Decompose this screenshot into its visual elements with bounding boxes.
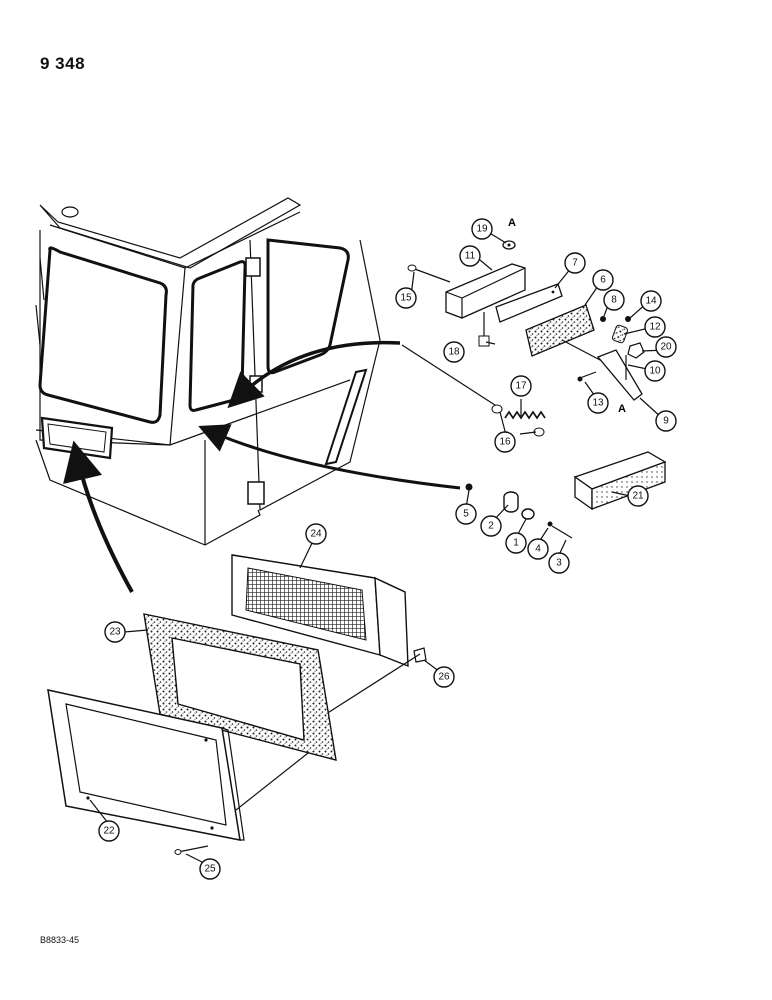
callout-15: 15 [395, 287, 417, 309]
svg-text:12: 12 [649, 322, 661, 333]
callout-2: 2 [480, 515, 502, 537]
svg-text:19: 19 [476, 224, 488, 235]
callout-24: 24 [305, 523, 327, 545]
callout-18: 18 [443, 341, 465, 363]
svg-text:3: 3 [556, 558, 562, 569]
callout-7: 7 [564, 252, 586, 274]
callout-16: 16 [494, 431, 516, 453]
callout-19: 19 [471, 218, 493, 240]
callout-14: 14 [640, 290, 662, 312]
svg-text:5: 5 [463, 509, 469, 520]
svg-text:10: 10 [649, 366, 661, 377]
assembly-arrows [63, 340, 461, 593]
svg-text:25: 25 [204, 864, 216, 875]
svg-text:13: 13 [592, 398, 604, 409]
callout-13: 13 [587, 392, 609, 414]
svg-text:4: 4 [535, 544, 541, 555]
gasket-23 [143, 613, 337, 761]
callout-26: 26 [433, 666, 455, 688]
callout-3: 3 [548, 552, 570, 574]
callout-21: 21 [627, 485, 649, 507]
svg-text:21: 21 [632, 491, 644, 502]
svg-text:23: 23 [109, 627, 121, 638]
svg-text:8: 8 [611, 295, 617, 306]
svg-text:7: 7 [572, 258, 578, 269]
callout-11: 11 [459, 245, 481, 267]
callout-1: 1 [505, 532, 527, 554]
callout-4: 4 [527, 538, 549, 560]
svg-text:20: 20 [660, 342, 672, 353]
block-21 [573, 451, 667, 511]
filter-24 [231, 554, 427, 811]
ref-label-a-top: A [508, 217, 516, 229]
ref-labels: A A [508, 217, 626, 415]
svg-text:22: 22 [103, 826, 115, 837]
frame-22 [47, 689, 245, 855]
callout-23: 23 [104, 621, 126, 643]
callout-10: 10 [644, 360, 666, 382]
svg-text:11: 11 [465, 251, 476, 262]
hardware-row [465, 483, 573, 539]
figure-code: B8833-45 [40, 935, 80, 945]
callout-25: 25 [199, 858, 221, 880]
svg-text:16: 16 [499, 437, 511, 448]
svg-text:6: 6 [600, 275, 606, 286]
svg-text:24: 24 [310, 529, 322, 540]
svg-text:2: 2 [488, 521, 494, 532]
svg-text:17: 17 [515, 381, 527, 392]
callout-8: 8 [603, 289, 625, 311]
svg-text:15: 15 [400, 293, 412, 304]
callout-9: 9 [655, 410, 677, 432]
ref-label-a-bottom: A [618, 403, 626, 415]
callout-22: 22 [98, 820, 120, 842]
callout-5: 5 [455, 503, 477, 525]
callout-6: 6 [592, 269, 614, 291]
latch-assembly [401, 240, 645, 437]
svg-text:14: 14 [645, 296, 657, 307]
page-number: 9 348 [40, 54, 86, 73]
callout-17: 17 [510, 375, 532, 397]
callout-20: 20 [655, 336, 677, 358]
svg-text:26: 26 [438, 672, 450, 683]
svg-text:18: 18 [448, 347, 460, 358]
callout-12: 12 [644, 316, 666, 338]
svg-text:1: 1 [513, 538, 519, 549]
svg-text:9: 9 [663, 416, 669, 427]
